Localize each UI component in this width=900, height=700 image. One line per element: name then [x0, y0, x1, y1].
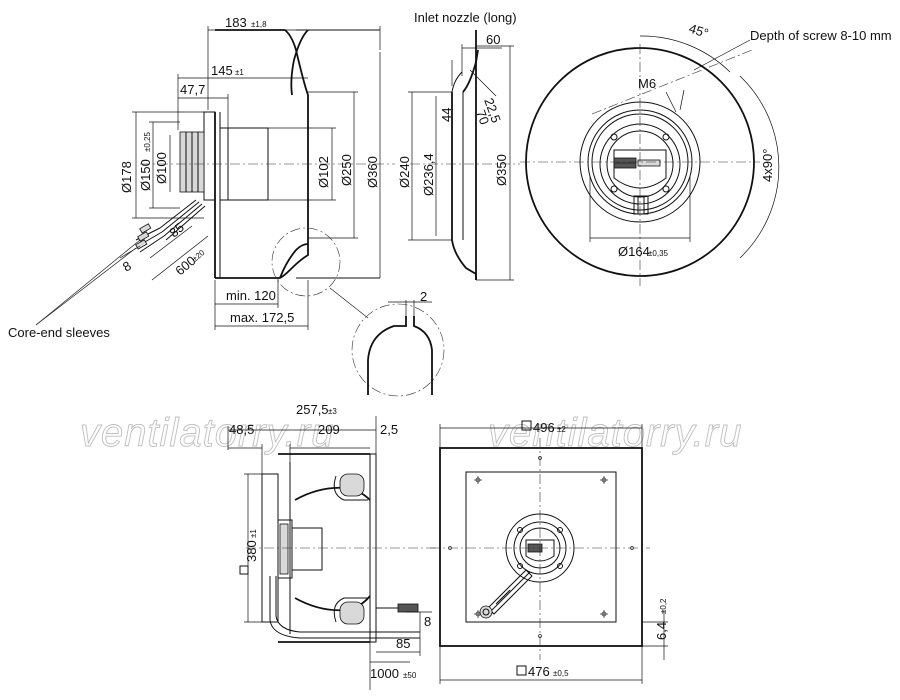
dim-236-4: Ø236,4: [421, 153, 436, 196]
dim-257-5-tol: ±3: [328, 407, 337, 416]
dim-209: 209: [318, 422, 340, 437]
dim-380: 380: [244, 540, 259, 562]
m6-label: M6: [638, 76, 656, 91]
inlet-nozzle-title: Inlet nozzle (long): [414, 10, 517, 25]
angle-45: 45°: [687, 21, 710, 41]
core-end-sleeves-callout: Core-end sleeves: [8, 239, 141, 340]
dim-2-5: 2,5: [380, 422, 398, 437]
dim-47-7: 47,7: [180, 82, 205, 97]
dim-178: Ø178: [119, 161, 134, 193]
dim-496-tol: ±2: [557, 425, 566, 434]
dim-48-5: 48,5: [229, 422, 254, 437]
dim-496: 496: [533, 420, 555, 435]
dim-6-4: 6,4: [654, 622, 669, 640]
dim-85-bottom: 85: [396, 636, 410, 651]
dim-150: Ø150: [138, 159, 153, 191]
dim-380-tol: ±1: [249, 529, 258, 538]
core-end-sleeves-label: Core-end sleeves: [8, 325, 110, 340]
watermark-left: ventilatorry.ru: [80, 411, 334, 455]
dim-250: Ø250: [339, 154, 354, 186]
dim-max-172-5: max. 172,5: [230, 310, 294, 325]
dim-476: 476: [528, 664, 550, 679]
dim-183-tol: ±1,8: [251, 20, 267, 29]
dim-60: 60: [486, 32, 500, 47]
dim-8-bottom: 8: [424, 614, 431, 629]
dim-100: Ø100: [154, 152, 169, 184]
front-view-fan: M6 45° Depth of screw 8-10 mm 4x90° Ø164…: [520, 21, 892, 286]
dim-145-tol: ±1: [235, 68, 244, 77]
dim-6-4-tol: ±0,2: [659, 598, 668, 614]
depth-of-screw-label: Depth of screw 8-10 mm: [750, 28, 892, 43]
dim-164-tol: ±0,35: [648, 249, 669, 258]
detail-view: 2: [351, 289, 445, 397]
mounted-side-view: 257,5 ±3 48,5 209 2,5 380 ±1 85 8 1000 ±…: [227, 402, 440, 690]
dim-1000: 1000: [370, 666, 399, 681]
dim-164: Ø164: [618, 244, 650, 259]
watermarks: ventilatorry.ru ventilatorry.ru: [80, 411, 742, 456]
dim-150-tol: ±0,25: [143, 131, 152, 152]
dim-257-5: 257,5: [296, 402, 329, 417]
angle-4x90: 4x90°: [760, 149, 775, 182]
dim-476-tol: ±0,5: [553, 669, 569, 678]
dim-145: 145: [211, 63, 233, 78]
side-view-dimensions: 183 ±1,8 145 ±1 47,7 Ø178 Ø150 ±0,25 Ø10…: [119, 15, 381, 330]
dim-183: 183: [225, 15, 247, 30]
dim-350: Ø350: [494, 154, 509, 186]
dim-240: Ø240: [397, 156, 412, 188]
dim-102: Ø102: [316, 156, 331, 188]
mounted-front-view: 496 ±2 476 ±0,5 6,4 ±0,2: [430, 420, 669, 684]
dim-44: 44: [439, 108, 454, 122]
dim-70: 70: [473, 108, 492, 127]
dim-2: 2: [420, 289, 427, 304]
side-view-fan: [135, 29, 395, 319]
dim-8: 8: [120, 258, 134, 275]
dim-1000-tol: ±50: [403, 671, 417, 680]
inlet-nozzle-view: Inlet nozzle (long) Ø240 Ø236,4 44 Ø350 …: [397, 10, 520, 281]
dim-min-120: min. 120: [226, 288, 276, 303]
dim-360: Ø360: [365, 156, 380, 188]
